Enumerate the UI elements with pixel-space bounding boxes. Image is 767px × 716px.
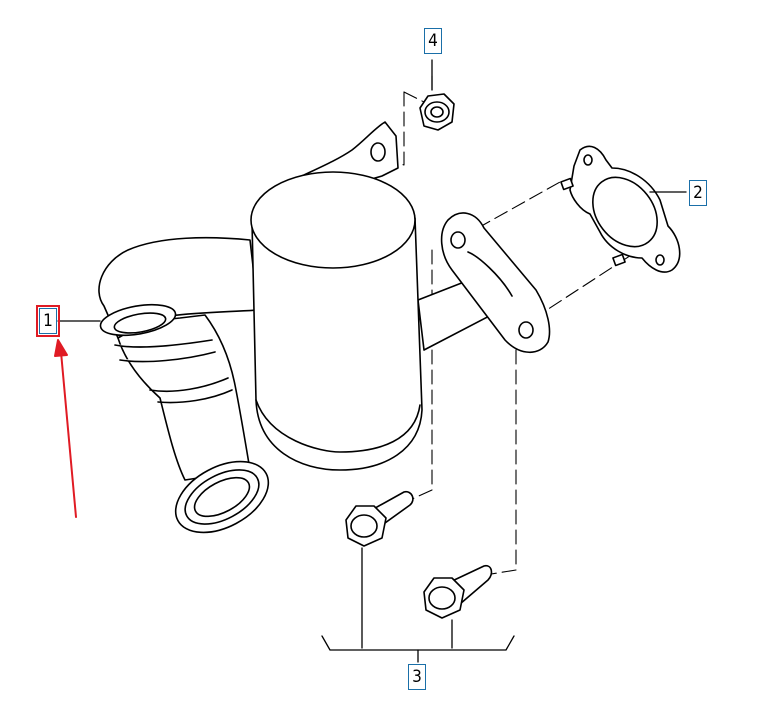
callout-part-1: 1	[36, 305, 60, 337]
callout-part-3: 3	[408, 664, 426, 690]
callout-part-2: 2	[689, 180, 707, 206]
flange-nut	[419, 93, 455, 131]
catalytic-converter-assembly	[98, 121, 551, 534]
highlight-arrow	[54, 339, 77, 518]
callout-leaders	[57, 59, 687, 663]
callout-part-4: 4	[424, 28, 442, 54]
gasket	[560, 145, 681, 273]
bolt-lower	[423, 564, 493, 619]
bolt-upper	[345, 490, 414, 547]
